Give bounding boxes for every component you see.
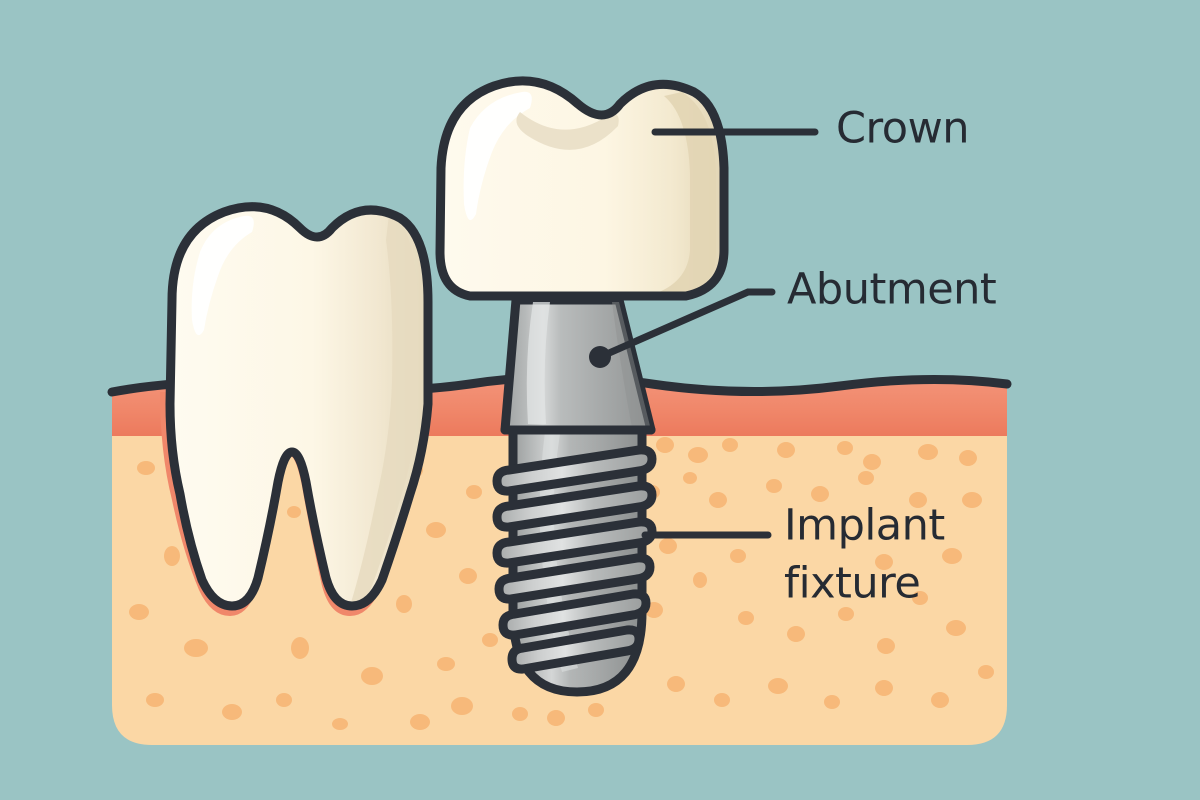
abutment-right-shadow xyxy=(612,302,651,428)
bone-speckles xyxy=(129,437,994,730)
leader-lines xyxy=(589,128,819,539)
labels: Crown Abutment Implant fixture xyxy=(784,104,997,609)
label-implant-fixture-line2: fixture xyxy=(784,559,920,609)
thread-5 xyxy=(498,589,651,640)
label-crown: Crown xyxy=(836,104,969,154)
label-implant-fixture-line1: Implant xyxy=(784,501,945,551)
abutment-shading xyxy=(526,302,651,428)
thread-3 xyxy=(492,517,657,568)
thread-1 xyxy=(492,445,657,496)
tooth-right-shadow xyxy=(350,206,418,606)
leader-line-abutment xyxy=(596,288,776,361)
crown-right-shadow xyxy=(654,92,716,294)
crown-outline xyxy=(435,76,729,301)
leader-dot-abutment xyxy=(589,346,611,368)
tooth-body xyxy=(170,206,428,606)
implant-fixture xyxy=(492,425,657,697)
fixture-threads xyxy=(492,445,657,674)
crown-fissure xyxy=(516,112,619,150)
implant-crown xyxy=(435,76,729,301)
natural-tooth xyxy=(160,202,433,616)
tooth-highlight xyxy=(191,215,254,336)
label-abutment: Abutment xyxy=(787,265,996,315)
tooth-outline xyxy=(165,202,433,611)
crown-shading xyxy=(463,91,716,294)
thread-4 xyxy=(494,553,655,604)
abutment-highlight xyxy=(526,302,550,424)
crown-highlight xyxy=(463,91,532,221)
thread-6 xyxy=(507,625,644,674)
thread-2 xyxy=(492,481,657,532)
